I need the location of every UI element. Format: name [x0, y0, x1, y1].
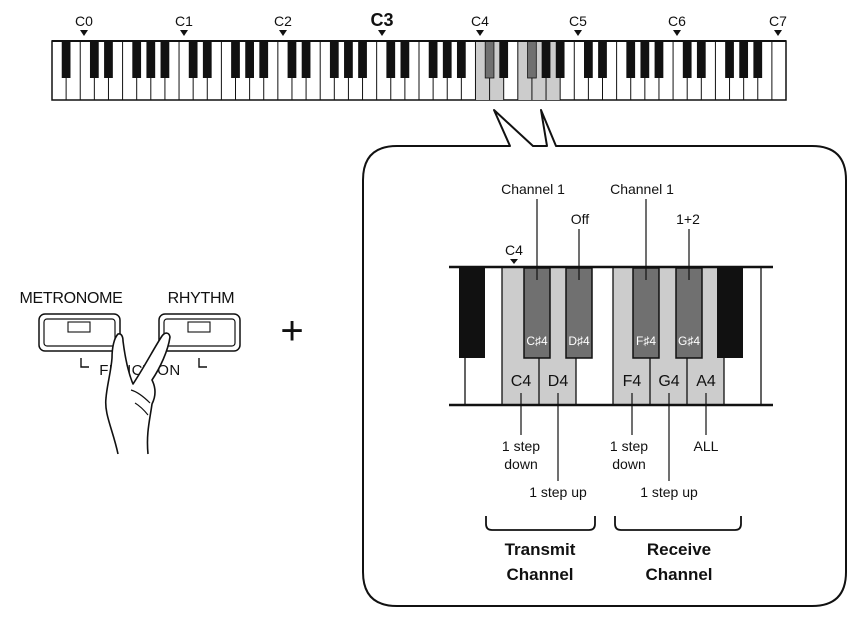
metronome-label: METRONOME [19, 290, 122, 307]
octave-label-c3: C3 [370, 10, 393, 30]
black-key [541, 41, 551, 78]
black-key [259, 41, 269, 78]
black-key [386, 41, 396, 78]
black-key [499, 41, 509, 78]
highlighted-black-key [527, 40, 537, 79]
octave-label-c0: C0 [75, 13, 93, 29]
black-key [682, 41, 692, 78]
octave-marker-arrows [80, 30, 782, 36]
black-key [245, 41, 254, 78]
black-key [739, 41, 749, 78]
label-d-sharp-4: D♯4 [568, 334, 590, 348]
black-key [358, 41, 367, 78]
octave-label-c1: C1 [175, 13, 193, 29]
octave-label-c7: C7 [769, 13, 787, 29]
black-key [696, 41, 706, 78]
label-d-sharp-off: Off [571, 211, 590, 227]
black-key [287, 41, 297, 78]
black-key [626, 41, 636, 78]
label-c-sharp-4: C♯4 [526, 334, 548, 348]
label-a4: A4 [696, 373, 716, 390]
transmit-label-line1: Transmit [505, 540, 576, 559]
black-key [344, 41, 353, 78]
label-f4: F4 [623, 373, 642, 390]
black-key [202, 41, 212, 78]
function-bracket-left [80, 358, 89, 368]
label-c4-line2: down [504, 456, 537, 472]
black-key [61, 41, 71, 78]
receive-label-line2: Channel [645, 565, 712, 584]
black-key [329, 41, 339, 78]
label-c4: C4 [511, 373, 532, 390]
black-key [654, 41, 664, 78]
black-key [132, 41, 142, 78]
key-a-sharp-4 [717, 268, 743, 358]
label-g-sharp-4: G♯4 [678, 334, 700, 348]
label-f-sharp-channel: Channel 1 [610, 181, 674, 197]
zoomed-keyboard: C♯4 D♯4 F♯4 G♯4 C4 D4 F4 G4 A4 [449, 265, 773, 407]
transmit-label-line2: Channel [506, 565, 573, 584]
rhythm-button[interactable] [158, 313, 241, 352]
highlighted-black-key [484, 40, 495, 79]
black-key [598, 41, 607, 78]
label-c-sharp-channel: Channel 1 [501, 181, 565, 197]
hand-finger-fold [130, 389, 151, 404]
black-key [89, 41, 99, 78]
black-key [584, 41, 593, 78]
black-key [231, 41, 240, 78]
label-f4-line1: 1 step [610, 438, 648, 454]
black-key [428, 41, 438, 78]
key-f-sharp-4 [632, 267, 660, 359]
black-key [188, 41, 198, 78]
full-keyboard [51, 40, 787, 101]
transmit-bracket [485, 516, 596, 531]
octave-labels: C0 C1 C2 C3 C4 C5 C6 C7 [75, 10, 787, 36]
black-key [555, 41, 565, 78]
label-g-sharp-both: 1+2 [676, 211, 700, 227]
octave-label-c6: C6 [668, 13, 686, 29]
black-key [104, 41, 113, 78]
label-d4: D4 [548, 373, 569, 390]
black-key [160, 41, 170, 78]
key-a-sharp-3 [459, 268, 485, 358]
function-bracket-right [198, 358, 207, 368]
black-key [725, 41, 734, 78]
label-g4: G4 [658, 373, 679, 390]
octave-label-c4: C4 [471, 13, 489, 29]
key-g-sharp-4 [675, 267, 703, 359]
octave-label-c2: C2 [274, 13, 292, 29]
black-key [640, 41, 650, 78]
label-d4-step-up: 1 step up [529, 484, 587, 500]
label-a4-all: ALL [694, 438, 719, 454]
octave-label-c5: C5 [569, 13, 587, 29]
start-marker-arrow [510, 259, 518, 264]
receive-bracket [614, 516, 742, 531]
zoom-white-key-separators [464, 268, 762, 405]
label-f4-line2: down [612, 456, 645, 472]
black-key [400, 41, 410, 78]
metronome-button[interactable] [38, 313, 121, 352]
top-leader-lines [536, 199, 690, 280]
keyboard-black-keys [61, 40, 763, 79]
start-marker-c4: C4 [505, 242, 523, 258]
rhythm-label: RHYTHM [168, 290, 235, 307]
receive-label-line1: Receive [647, 540, 711, 559]
label-c4-line1: 1 step [502, 438, 540, 454]
label-f-sharp-4: F♯4 [636, 334, 656, 348]
hand-knuckle-line [134, 402, 149, 416]
zoom-callout-bubble [362, 109, 847, 607]
label-g4-step-up: 1 step up [640, 484, 698, 500]
black-key [753, 41, 763, 78]
key-d-sharp-4 [565, 267, 593, 359]
plus-sign: + [280, 309, 303, 353]
black-key [456, 41, 466, 78]
bottom-leader-lines [520, 393, 707, 481]
button-panel: METRONOME RHYTHM FUNCTION + [19, 290, 304, 455]
black-key [301, 41, 311, 78]
black-key [146, 41, 156, 78]
black-key [442, 41, 452, 78]
